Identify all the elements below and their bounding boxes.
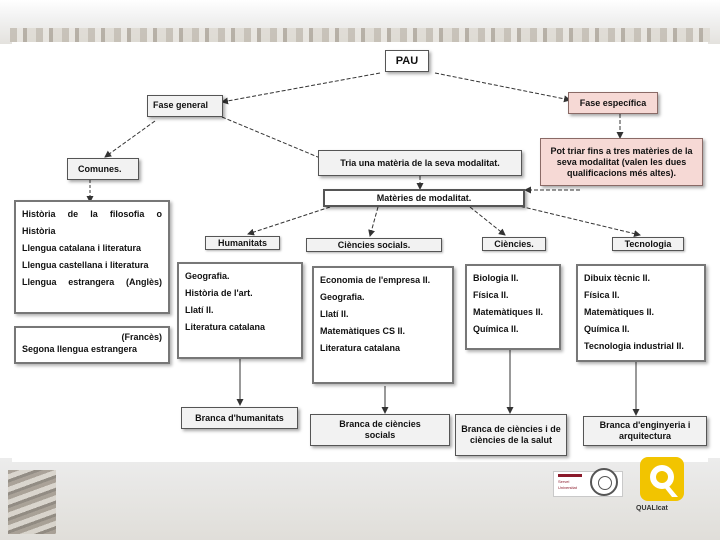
- branch-humanitats-box: Branca d'humanitats: [181, 407, 298, 429]
- comunes-box: Comunes.: [67, 158, 139, 180]
- fase-general-box: Fase general: [147, 95, 223, 117]
- humanitats-list: Geografia. Història de l'art. Llatí II. …: [177, 262, 303, 359]
- fase-especifica-box: Fase específica: [568, 92, 658, 114]
- subject-item: Matemàtiques II.: [584, 307, 655, 317]
- modality-name: Ciències socials.: [337, 240, 411, 250]
- subject-item: Matemàtiques II.: [473, 307, 544, 317]
- subject-item: Geografia.: [185, 271, 230, 281]
- subject-item: Geografia.: [320, 292, 365, 302]
- branch-ciencies-socials-box: Branca de ciències socials: [310, 414, 450, 446]
- subject-item: Dibuix tècnic II.: [584, 273, 651, 283]
- certification-seal-icon: [590, 468, 618, 496]
- qualicat-label: QUALIcat: [636, 505, 668, 512]
- modality-name: Humanitats: [217, 238, 267, 248]
- branch-label: Branca d'humanitats: [195, 412, 284, 423]
- materies-modalitat-box: Matèries de modalitat.: [323, 189, 525, 207]
- subject-item: Literatura catalana: [185, 322, 266, 332]
- modality-tab-tecnologia: Tecnologia: [612, 237, 684, 251]
- ciencies-list: Biologia II. Física II. Matemàtiques II.…: [465, 264, 561, 350]
- branch-label: Branca d'enginyeria i arquitectura: [599, 420, 691, 441]
- segona-llengua-label: Segona llengua estrangera: [22, 344, 138, 354]
- segona-llengua-box: (Francès) Segona llengua estrangera: [14, 326, 170, 364]
- subject-item: Economia de l'empresa II.: [320, 275, 431, 285]
- pot-triar-label: Pot triar fins a tres matèries de la sev…: [550, 145, 693, 178]
- modality-name: Tecnologia: [624, 239, 672, 249]
- comunes-item: Història de la filosofia o: [22, 209, 162, 219]
- logo-line: Servei: [558, 479, 570, 484]
- fase-especifica-label: Fase específica: [579, 97, 647, 108]
- comunes-label: Comunes.: [78, 164, 122, 174]
- modality-tab-ciencies: Ciències.: [482, 237, 546, 251]
- comunes-list: Història de la filosofia o Història Llen…: [14, 200, 170, 314]
- subject-item: Física II.: [473, 290, 509, 300]
- pau-label: PAU: [395, 54, 419, 67]
- fase-general-label: Fase general: [153, 100, 209, 110]
- logo-bar: [558, 474, 582, 477]
- subject-item: Literatura catalana: [320, 343, 401, 353]
- branch-ciencies-box: Branca de ciències i de ciències de la s…: [455, 414, 567, 456]
- subject-item: Tecnologia industrial II.: [584, 341, 684, 351]
- qualicat-logo-icon: [640, 457, 684, 501]
- subject-item: Biologia II.: [473, 273, 519, 283]
- modality-tab-ciencies-socials: Ciències socials.: [306, 238, 442, 252]
- subject-item: Matemàtiques CS II.: [320, 326, 406, 336]
- branch-label: Branca de ciències socials: [339, 419, 421, 440]
- subject-item: Llatí II.: [320, 309, 349, 319]
- tecnologia-list: Dibuix tècnic II. Física II. Matemàtique…: [576, 264, 706, 362]
- subject-item: Química II.: [473, 324, 519, 334]
- modality-name: Ciències.: [494, 239, 534, 249]
- subject-item: Història de l'art.: [185, 288, 253, 298]
- tria-box: Tria una matèria de la seva modalitat.: [318, 150, 522, 176]
- pau-box: PAU: [385, 50, 429, 72]
- branch-label: Branca de ciències i de ciències de la s…: [461, 424, 561, 445]
- comunes-item: Llengua catalana i literatura: [22, 243, 142, 253]
- branch-enginyeria-box: Branca d'enginyeria i arquitectura: [583, 416, 707, 446]
- comunes-item: Llengua estrangera (Anglès): [22, 277, 162, 287]
- tria-label: Tria una matèria de la seva modalitat.: [340, 157, 500, 168]
- materies-modalitat-label: Matèries de modalitat.: [376, 192, 472, 203]
- comunes-item: Història: [22, 226, 56, 236]
- frances-label: (Francès): [121, 332, 162, 342]
- subject-item: Llatí II.: [185, 305, 214, 315]
- subject-item: Física II.: [584, 290, 620, 300]
- logo-line: Universitat: [558, 485, 577, 490]
- modality-tab-humanitats: Humanitats: [205, 236, 280, 250]
- comunes-item: Llengua castellana i literatura: [22, 260, 149, 270]
- pot-triar-box: Pot triar fins a tres matèries de la sev…: [540, 138, 703, 186]
- subject-item: Química II.: [584, 324, 630, 334]
- top-photo-band: [0, 0, 720, 44]
- ciencies-socials-list: Economia de l'empresa II. Geografia. Lla…: [312, 266, 454, 384]
